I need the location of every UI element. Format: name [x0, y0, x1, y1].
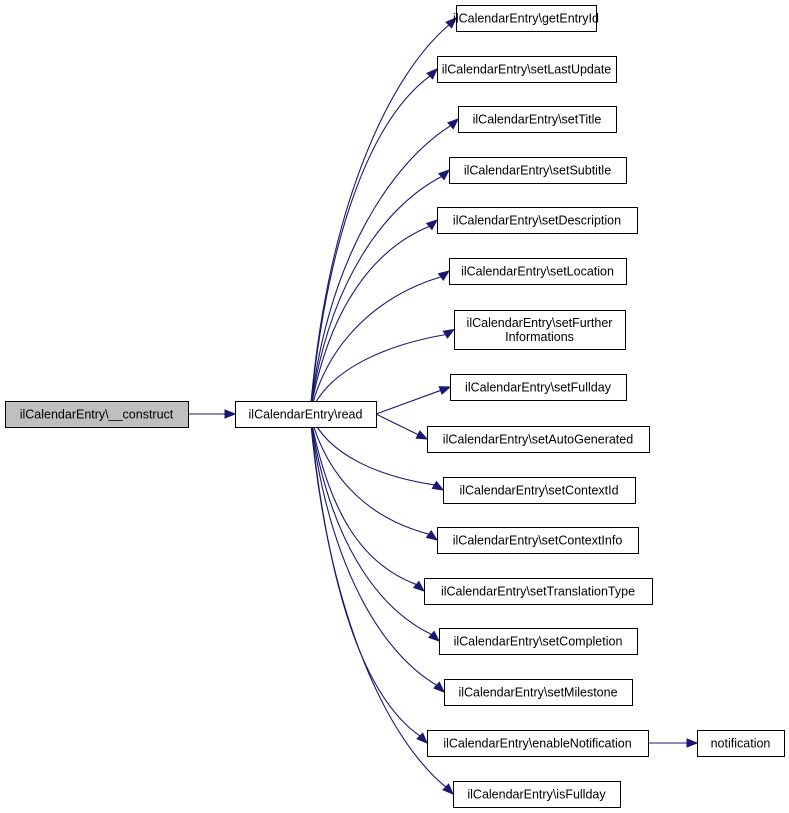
node-label: ilCalendarEntry\setMilestone	[458, 686, 617, 700]
node-setSubtitle[interactable]: ilCalendarEntry\setSubtitle	[449, 157, 627, 184]
arrowhead-setFurtherInformations	[442, 328, 456, 339]
node-box	[456, 5, 597, 32]
node-label: ilCalendarEntry\enableNotification	[443, 737, 631, 751]
node-box	[5, 401, 189, 428]
node-setLocation[interactable]: ilCalendarEntry\setLocation	[449, 258, 627, 285]
node-setCompletion[interactable]: ilCalendarEntry\setCompletion	[439, 628, 638, 655]
arrowhead-enableNotification	[416, 732, 428, 744]
arrowhead-setLastUpdate	[426, 68, 438, 80]
edge-read-to-setAutoGenerated	[375, 413, 419, 436]
edge-read-to-isFullday	[309, 413, 447, 788]
node-box	[697, 730, 785, 757]
arrowhead-getEntryId	[445, 17, 457, 29]
node-box	[449, 258, 627, 285]
node-label: Informations	[505, 330, 574, 344]
node-box	[443, 477, 636, 504]
node-notification[interactable]: notification	[697, 730, 785, 757]
arrowhead-isFullday	[442, 783, 454, 795]
node-getEntryId[interactable]: ilCalendarEntry\getEntryId	[453, 5, 599, 32]
node-box	[449, 157, 627, 184]
node-box	[424, 578, 653, 605]
node-label: ilCalendarEntry\read	[249, 408, 363, 422]
arrowhead-setAutoGenerated	[415, 430, 429, 440]
node-setDescription[interactable]: ilCalendarEntry\setDescription	[437, 207, 638, 234]
node-label: ilCalendarEntry\getEntryId	[453, 12, 599, 26]
node-box	[458, 106, 617, 133]
node-box	[450, 374, 627, 401]
arrowhead-setTranslationType	[412, 580, 426, 592]
node-label: ilCalendarEntry\setFurther	[467, 316, 613, 330]
node-label: ilCalendarEntry\setTranslationType	[441, 585, 635, 599]
edge-read-to-setTitle	[309, 125, 451, 415]
edge-read-to-setTranslationType	[309, 413, 417, 586]
edge-read-to-setDescription	[309, 225, 430, 415]
node-construct[interactable]: ilCalendarEntry\__construct	[5, 401, 189, 428]
node-label: ilCalendarEntry\isFullday	[467, 788, 606, 802]
edge-read-to-setMilestone	[309, 413, 437, 686]
node-setTitle[interactable]: ilCalendarEntry\setTitle	[458, 106, 617, 133]
node-label: notification	[711, 737, 771, 751]
edge-read-to-setSubtitle	[309, 176, 442, 415]
node-setMilestone[interactable]: ilCalendarEntry\setMilestone	[444, 679, 633, 706]
node-box	[437, 56, 617, 83]
arrowhead-setCompletion	[427, 630, 441, 642]
arrowhead-read	[224, 409, 237, 419]
node-setFullday[interactable]: ilCalendarEntry\setFullday	[450, 374, 627, 401]
node-box	[427, 730, 649, 757]
arrowhead-setTitle	[447, 118, 459, 130]
edge-read-to-setLastUpdate	[309, 75, 431, 415]
node-setLastUpdate[interactable]: ilCalendarEntry\setLastUpdate	[437, 56, 617, 83]
arrowhead-setDescription	[425, 219, 439, 231]
node-box	[427, 426, 650, 453]
nodes-layer: ilCalendarEntry\__construct ilCalendarEnt…	[5, 5, 785, 808]
node-label: ilCalendarEntry\setFullday	[465, 381, 612, 395]
node-isFullday[interactable]: ilCalendarEntry\isFullday	[453, 781, 621, 808]
node-label: ilCalendarEntry\setCompletion	[454, 635, 623, 649]
node-label: ilCalendarEntry\setSubtitle	[464, 164, 611, 178]
node-label: ilCalendarEntry\setTitle	[473, 113, 602, 127]
node-box	[453, 781, 621, 808]
node-read[interactable]: ilCalendarEntry\read	[235, 401, 377, 428]
edge-read-to-setLocation	[309, 276, 442, 415]
node-box	[235, 401, 377, 428]
node-box	[437, 527, 639, 554]
edge-read-to-setFullday	[375, 389, 441, 415]
arrowhead-setSubtitle	[437, 169, 451, 181]
node-enableNotification[interactable]: ilCalendarEntry\enableNotification	[427, 730, 649, 757]
node-setContextInfo[interactable]: ilCalendarEntry\setContextInfo	[437, 527, 639, 554]
arrowhead-notification	[686, 738, 699, 748]
node-setAutoGenerated[interactable]: ilCalendarEntry\setAutoGenerated	[427, 426, 650, 453]
node-label: ilCalendarEntry\setContextId	[459, 484, 618, 498]
node-box	[437, 207, 638, 234]
node-setTranslationType[interactable]: ilCalendarEntry\setTranslationType	[424, 578, 653, 605]
arrowhead-setContextId	[431, 480, 445, 491]
node-label: ilCalendarEntry\setDescription	[453, 214, 621, 228]
arrowhead-setLocation	[437, 270, 451, 282]
edge-read-to-setFurtherInformations	[309, 334, 446, 415]
node-box	[454, 310, 626, 350]
edge-read-to-enableNotification	[309, 413, 421, 737]
node-box	[439, 628, 638, 655]
arrowhead-setFullday	[438, 386, 452, 396]
node-label: ilCalendarEntry\setAutoGenerated	[443, 433, 633, 447]
node-label: ilCalendarEntry\setLastUpdate	[442, 63, 612, 77]
edge-read-to-setCompletion	[309, 413, 432, 635]
node-setContextId[interactable]: ilCalendarEntry\setContextId	[443, 477, 636, 504]
edges-layer	[188, 17, 699, 795]
node-label: ilCalendarEntry\__construct	[20, 408, 174, 422]
edge-read-to-getEntryId	[309, 24, 450, 415]
node-label: ilCalendarEntry\setContextInfo	[453, 534, 623, 548]
edge-read-to-setContextInfo	[309, 413, 430, 535]
arrowhead-setContextInfo	[425, 530, 439, 541]
node-box	[444, 679, 633, 706]
arrowhead-setMilestone	[433, 681, 445, 693]
node-label: ilCalendarEntry\setLocation	[461, 265, 614, 279]
